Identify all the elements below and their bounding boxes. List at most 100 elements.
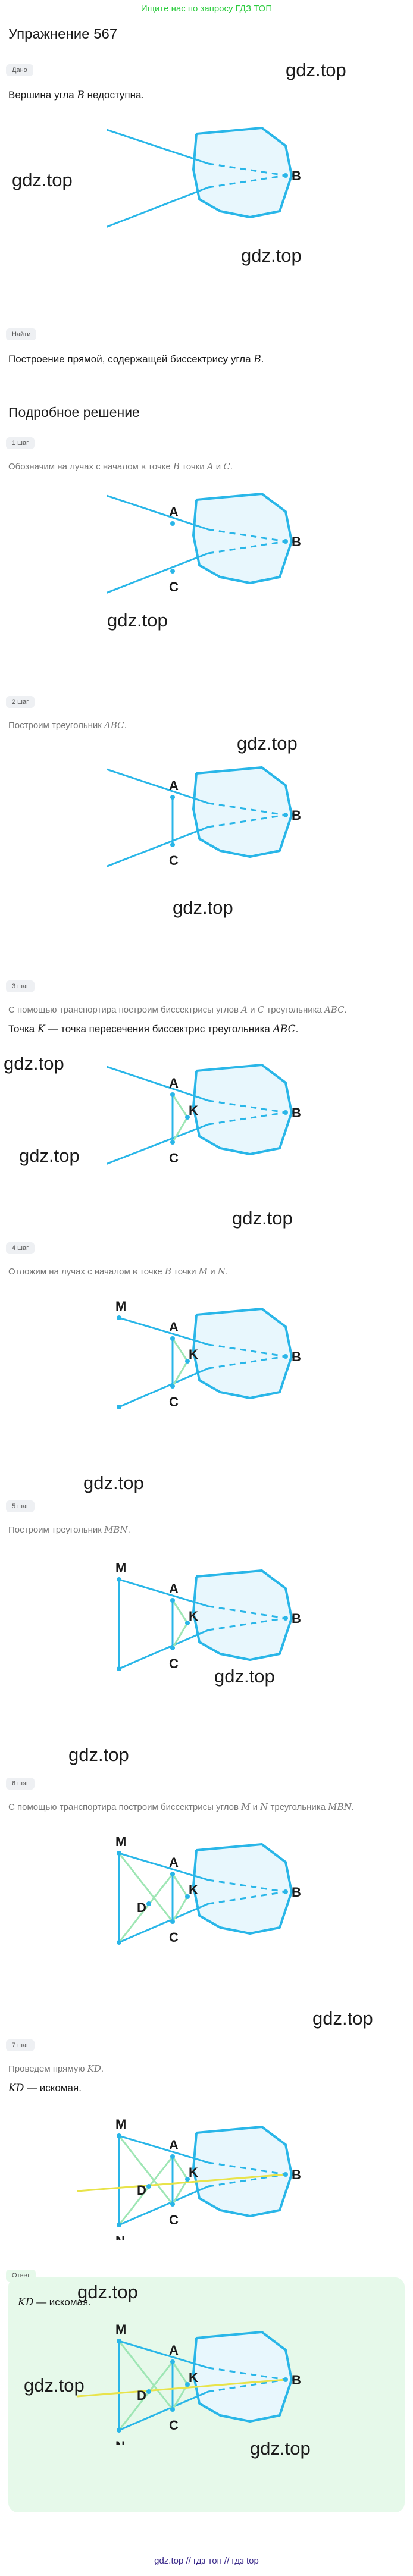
ray-upper-hidden — [208, 528, 286, 543]
watermark: gdz.top — [312, 2008, 373, 2029]
point-label-d: D — [137, 2388, 146, 2403]
point-a — [170, 1598, 175, 1603]
point-b — [283, 539, 288, 544]
step-text-2: KD — искомая. — [8, 2082, 82, 2094]
point-a — [170, 2359, 175, 2364]
point-m — [117, 2133, 121, 2138]
point-label-a: A — [169, 1855, 179, 1870]
point-d — [146, 2184, 151, 2189]
footer-links[interactable]: gdz.top // гдз топ // гдз top — [154, 2556, 259, 2566]
point-label-m: M — [115, 1560, 126, 1575]
ray-lower — [118, 2390, 209, 2431]
given-text: Вершина угла B недоступна. — [8, 89, 145, 101]
point-label-m: M — [115, 2322, 126, 2337]
point-k — [185, 1894, 190, 1899]
step-tag: 3 шаг — [6, 980, 35, 992]
watermark: gdz.top — [214, 1666, 275, 1687]
point-c — [170, 1919, 175, 1924]
point-label-c: C — [169, 1930, 179, 1945]
point-label-n: N — [115, 2439, 125, 2445]
bisector-c — [171, 1896, 189, 1922]
step-text: Построим треугольник ABC. — [8, 720, 127, 731]
point-n — [117, 2223, 121, 2227]
bisector-a — [171, 1873, 189, 1897]
inaccessible-region — [192, 2126, 293, 2217]
step-tag: 4 шаг — [6, 1242, 35, 1254]
search-banner[interactable]: Ищите нас по запросу ГДЗ ТОП — [140, 4, 273, 14]
figure-step-6: BACKMND — [115, 1834, 301, 1951]
answer-tag: Ответ — [6, 2270, 36, 2282]
ray-lower — [107, 1123, 209, 1165]
point-label-a: A — [169, 2138, 179, 2152]
point-c — [170, 1384, 175, 1389]
point-m — [117, 1315, 121, 1320]
find-text: Построение прямой, содержащей биссектрис… — [8, 353, 264, 365]
line-kd — [77, 2173, 286, 2192]
point-label-k: K — [189, 1103, 198, 1118]
point-b — [283, 2377, 288, 2382]
figure-step-7: BACKMND — [77, 2117, 301, 2240]
point-a — [170, 521, 175, 526]
step-text: Построим треугольник MBN. — [8, 1524, 130, 1535]
find-tag: Найти — [6, 328, 37, 340]
point-k — [185, 1359, 190, 1364]
point-c — [170, 569, 175, 574]
point-a — [170, 795, 175, 800]
ray-upper-hidden — [208, 162, 286, 177]
ray-lower — [107, 186, 209, 228]
point-c — [170, 1140, 175, 1145]
figure-given: B — [107, 127, 301, 228]
step-tag: 7 шаг — [6, 2039, 35, 2051]
point-n — [117, 2428, 121, 2433]
ray-upper — [107, 1066, 209, 1102]
figure-step-4: BACKMN — [115, 1299, 301, 1416]
figure-step-1: BAC — [107, 493, 301, 594]
point-label-n: N — [115, 1415, 125, 1416]
inaccessible-region — [192, 127, 293, 218]
point-label-b: B — [292, 1105, 301, 1120]
inaccessible-region — [192, 1064, 293, 1155]
bisector-m — [118, 1853, 174, 1922]
bisector-a — [171, 1094, 189, 1118]
point-b — [283, 1354, 288, 1359]
bisector-c — [171, 1622, 189, 1649]
point-b — [283, 1889, 288, 1894]
page-title: Упражнение 567 — [8, 26, 118, 42]
step-text: С помощью транспортира построим биссектр… — [8, 1004, 347, 1015]
ray-upper — [118, 1578, 209, 1607]
step-text: Отложим на лучах с началом в точке B точ… — [8, 1266, 229, 1277]
bisector-a — [171, 2361, 189, 2385]
ray-lower — [107, 552, 209, 594]
point-label-c: C — [169, 1151, 179, 1165]
inaccessible-region — [192, 1843, 293, 1935]
inaccessible-region — [192, 1569, 293, 1661]
point-m — [117, 2339, 121, 2343]
ray-upper-hidden — [208, 1343, 286, 1358]
ray-upper — [107, 494, 209, 531]
ray-lower-hidden — [208, 1891, 286, 1905]
ray-lower — [118, 1367, 209, 1408]
point-label-a: A — [169, 1320, 179, 1334]
ray-upper — [118, 1852, 209, 1881]
point-d — [146, 2389, 151, 2394]
bisector-a — [171, 2156, 189, 2180]
point-label-c: C — [169, 853, 179, 868]
point-label-n: N — [115, 2233, 125, 2240]
ray-upper-hidden — [208, 1099, 286, 1114]
watermark: gdz.top — [12, 170, 73, 190]
ray-lower-hidden — [208, 814, 286, 828]
bisector-a — [171, 1600, 189, 1624]
point-label-d: D — [137, 2183, 146, 2198]
watermark: gdz.top — [286, 59, 346, 80]
ray-lower-hidden — [208, 1617, 286, 1631]
point-label-k: K — [189, 1347, 198, 1362]
ray-upper — [118, 1317, 209, 1346]
watermark: gdz.top — [237, 733, 298, 754]
ray-upper — [107, 129, 209, 165]
bisector-c — [171, 1361, 189, 1387]
ray-lower — [118, 1629, 209, 1670]
answer-text: KD — искомая. — [18, 2296, 91, 2308]
point-b — [283, 813, 288, 817]
point-label-a: A — [169, 778, 179, 793]
